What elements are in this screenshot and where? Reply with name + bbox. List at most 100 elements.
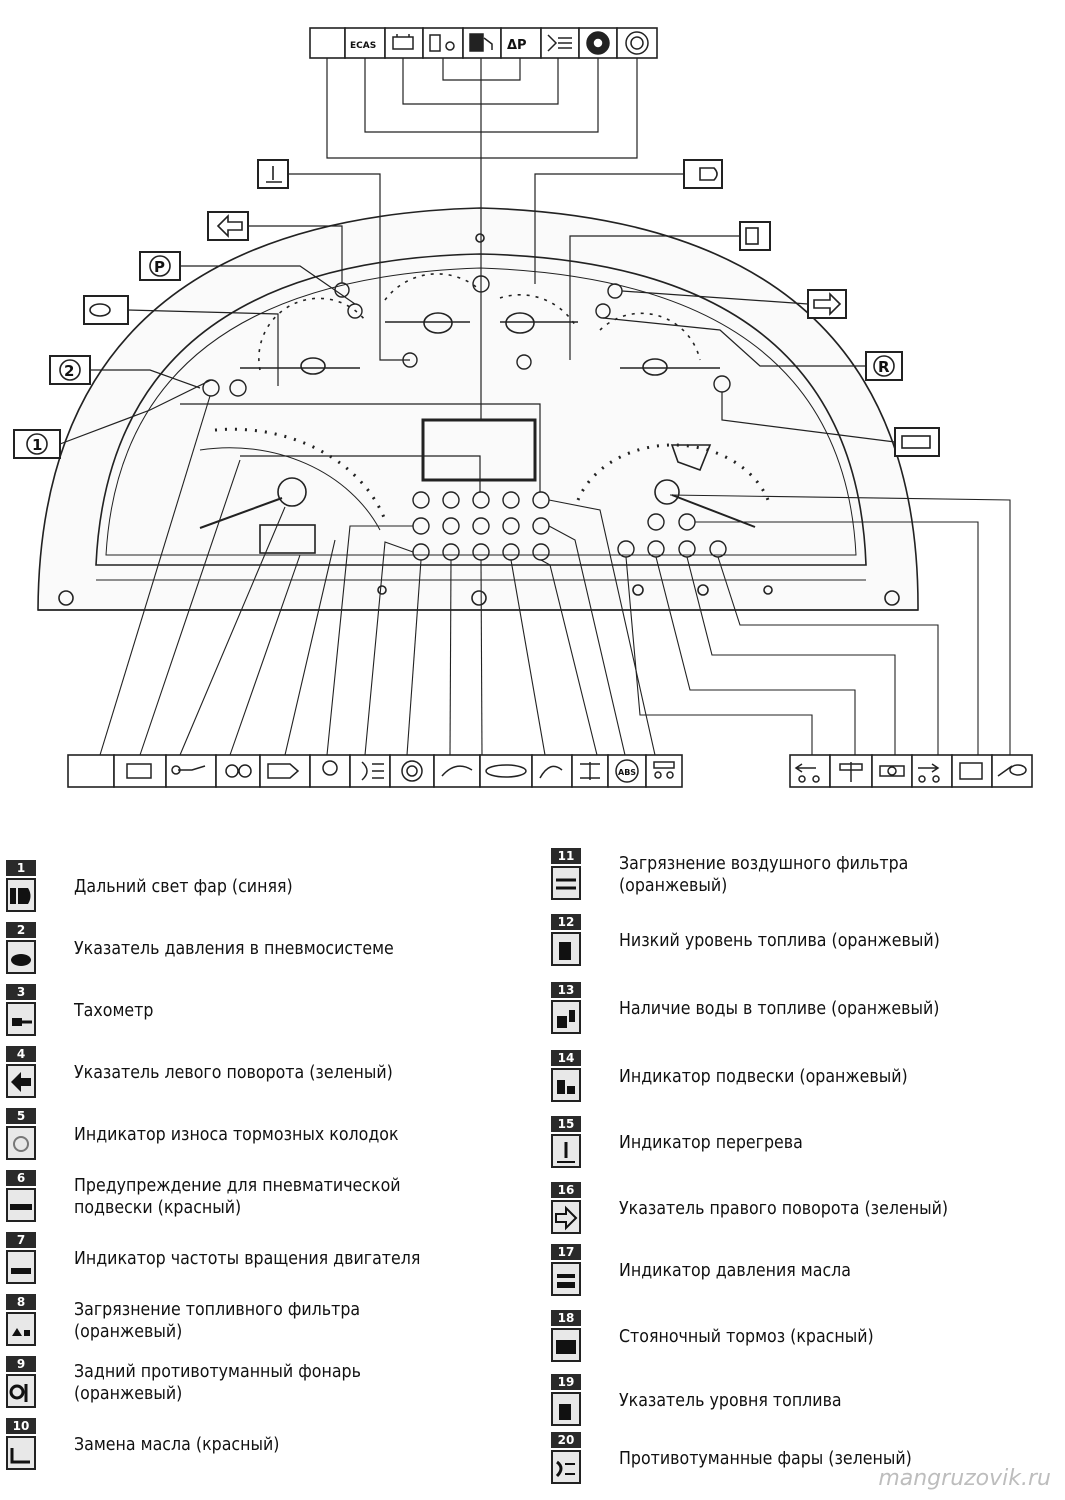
legend-text: Задний противотуманный фонарь (оранжевый… — [74, 1361, 361, 1404]
bottom-right-icon-strip — [789, 754, 1033, 788]
legend-item-17: 17 Индикатор давления масла — [545, 1244, 1065, 1298]
legend-badge: 9 — [4, 1356, 38, 1410]
legend-text: Наличие воды в топливе (оранжевый) — [619, 998, 940, 1019]
circuit-1-label: 1 — [32, 436, 42, 454]
legend-item-8: 8 Загрязнение топливного фильтра (оранже… — [0, 1294, 520, 1348]
legend-item-11: 11 Загрязнение воздушного фильтра (оранж… — [545, 848, 1065, 902]
side-leader-lines — [59, 173, 896, 492]
legend-badge: 8 — [4, 1294, 38, 1348]
central-display — [421, 418, 537, 482]
fuel-icon — [745, 227, 759, 245]
instrument-cluster-diagram: ECAS ΔP — [13, 27, 1033, 788]
legend-badge: 5 — [4, 1108, 38, 1162]
legend-item-16: 16 Указатель правого поворота (зеленый) — [545, 1182, 1065, 1236]
legend-item-9: 9 Задний противотуманный фонарь (оранжев… — [0, 1356, 520, 1410]
legend-badge: 4 — [4, 1046, 38, 1100]
legend-text: Индикатор частоты вращения двигателя — [74, 1248, 421, 1269]
legend-badge: 18 — [549, 1310, 583, 1364]
top-icon-glyphs — [392, 31, 649, 55]
legend-item-20: 20 Противотуманные фары (зеленый) — [545, 1432, 1065, 1486]
bottom-right-glyphs — [794, 762, 1027, 783]
legend-item-18: 18 Стояночный тормоз (красный) — [545, 1310, 1065, 1364]
legend-text: Загрязнение воздушного фильтра (оранжевы… — [619, 853, 909, 896]
legend-text: Индикатор перегрева — [619, 1132, 803, 1153]
legend-item-15: 15 Индикатор перегрева — [545, 1116, 1065, 1170]
temperature-icon — [266, 166, 282, 183]
legend-item-7: 7 Индикатор частоты вращения двигателя — [0, 1232, 520, 1286]
legend-badge: 17 — [549, 1244, 583, 1298]
legend-badge: 11 — [549, 848, 583, 902]
legend-badge: 16 — [549, 1182, 583, 1236]
mount-hole — [475, 233, 485, 243]
small-gauge-mid-left — [384, 273, 481, 334]
cluster-inner-arc-2 — [105, 267, 857, 556]
legend-text: Загрязнение топливного фильтра (оранжевы… — [74, 1299, 361, 1342]
legend-item-3: 3 Тахометр — [0, 984, 520, 1038]
headlight-icon — [699, 167, 718, 181]
callout-glyphs — [26, 166, 931, 455]
oil-callout-icon — [901, 435, 931, 449]
legend-text: Тахометр — [74, 1000, 154, 1021]
cluster-inner-arc — [95, 253, 867, 566]
legend-badge: 13 — [549, 982, 583, 1036]
legend-text: Дальний свет фар (синяя) — [74, 876, 293, 897]
legend-text: Указатель уровня топлива — [619, 1390, 842, 1411]
legend-badge: 3 — [4, 984, 38, 1038]
legend-badge: 2 — [4, 922, 38, 976]
legend-text: Низкий уровень топлива (оранжевый) — [619, 930, 940, 951]
legend-item-6: 6 Предупреждение для пневматической подв… — [0, 1170, 520, 1224]
legend-text: Индикатор подвески (оранжевый) — [619, 1066, 908, 1087]
legend-text: Замена масла (красный) — [74, 1434, 280, 1455]
parking-p-label: P — [154, 258, 165, 276]
legend-item-4: 4 Указатель левого поворота (зеленый) — [0, 1046, 520, 1100]
right-arrow-icon — [813, 292, 842, 316]
ecas-label: ECAS — [350, 41, 376, 51]
legend-text: Противотуманные фары (зеленый) — [619, 1448, 912, 1469]
circuit-2-label: 2 — [64, 362, 74, 380]
legend-text: Стояночный тормоз (красный) — [619, 1326, 874, 1347]
top-leader-lines — [326, 58, 638, 420]
legend-item-2: 2 Указатель давления в пневмосистеме — [0, 922, 520, 976]
legend-badge: 7 — [4, 1232, 38, 1286]
watermark: mangruzovik.ru — [878, 1466, 1051, 1491]
bottom-leader-lines — [99, 395, 1011, 756]
legend-text: Указатель правого поворота (зеленый) — [619, 1198, 949, 1219]
small-gauge-mid-right — [499, 294, 578, 334]
legend-badge: 6 — [4, 1170, 38, 1224]
legend-badge: 1 — [4, 860, 38, 914]
legend-text: Указатель левого поворота (зеленый) — [74, 1062, 393, 1083]
mount-hole — [697, 584, 709, 596]
legend-text: Указатель давления в пневмосистеме — [74, 938, 394, 959]
legend-badge: 14 — [549, 1050, 583, 1104]
legend-item-5: 5 Индикатор износа тормозных колодок — [0, 1108, 520, 1162]
mount-hole — [377, 585, 387, 595]
mount-hole — [884, 590, 900, 606]
legend-item-13: 13 Наличие воды в топливе (оранжевый) — [545, 982, 1065, 1036]
mount-hole — [58, 590, 74, 606]
small-gauge-left — [240, 297, 366, 375]
legend-item-14: 14 Индикатор подвески (оранжевый) — [545, 1050, 1065, 1104]
legend-text: Предупреждение для пневматической подвес… — [74, 1175, 401, 1218]
speedometer — [199, 427, 387, 554]
mount-hole — [471, 590, 487, 606]
legend-item-12: 12 Низкий уровень топлива (оранжевый) — [545, 914, 1065, 968]
legend-badge: 20 — [549, 1432, 583, 1486]
legend-badge: 12 — [549, 914, 583, 968]
legend-text: Индикатор износа тормозных колодок — [74, 1124, 399, 1145]
legend-item-19: 19 Указатель уровня топлива — [545, 1374, 1065, 1428]
mount-hole — [763, 585, 773, 595]
left-arrow-icon — [216, 214, 243, 238]
key-callout-icon — [89, 303, 111, 317]
small-gauge-right — [599, 312, 720, 376]
legend-text: Индикатор давления масла — [619, 1260, 852, 1281]
mount-hole — [632, 584, 644, 596]
abs-label: ABS — [618, 768, 636, 777]
delta-p-label: ΔP — [507, 38, 527, 53]
legend-badge: 19 — [549, 1374, 583, 1428]
legend-item-1: 1 Дальний свет фар (синяя) — [0, 860, 520, 914]
bottom-left-glyphs — [126, 759, 675, 783]
legend-badge: 10 — [4, 1418, 38, 1472]
retarder-r-label: R — [878, 358, 890, 376]
legend-badge: 15 — [549, 1116, 583, 1170]
legend-item-10: 10 Замена масла (красный) — [0, 1418, 520, 1472]
